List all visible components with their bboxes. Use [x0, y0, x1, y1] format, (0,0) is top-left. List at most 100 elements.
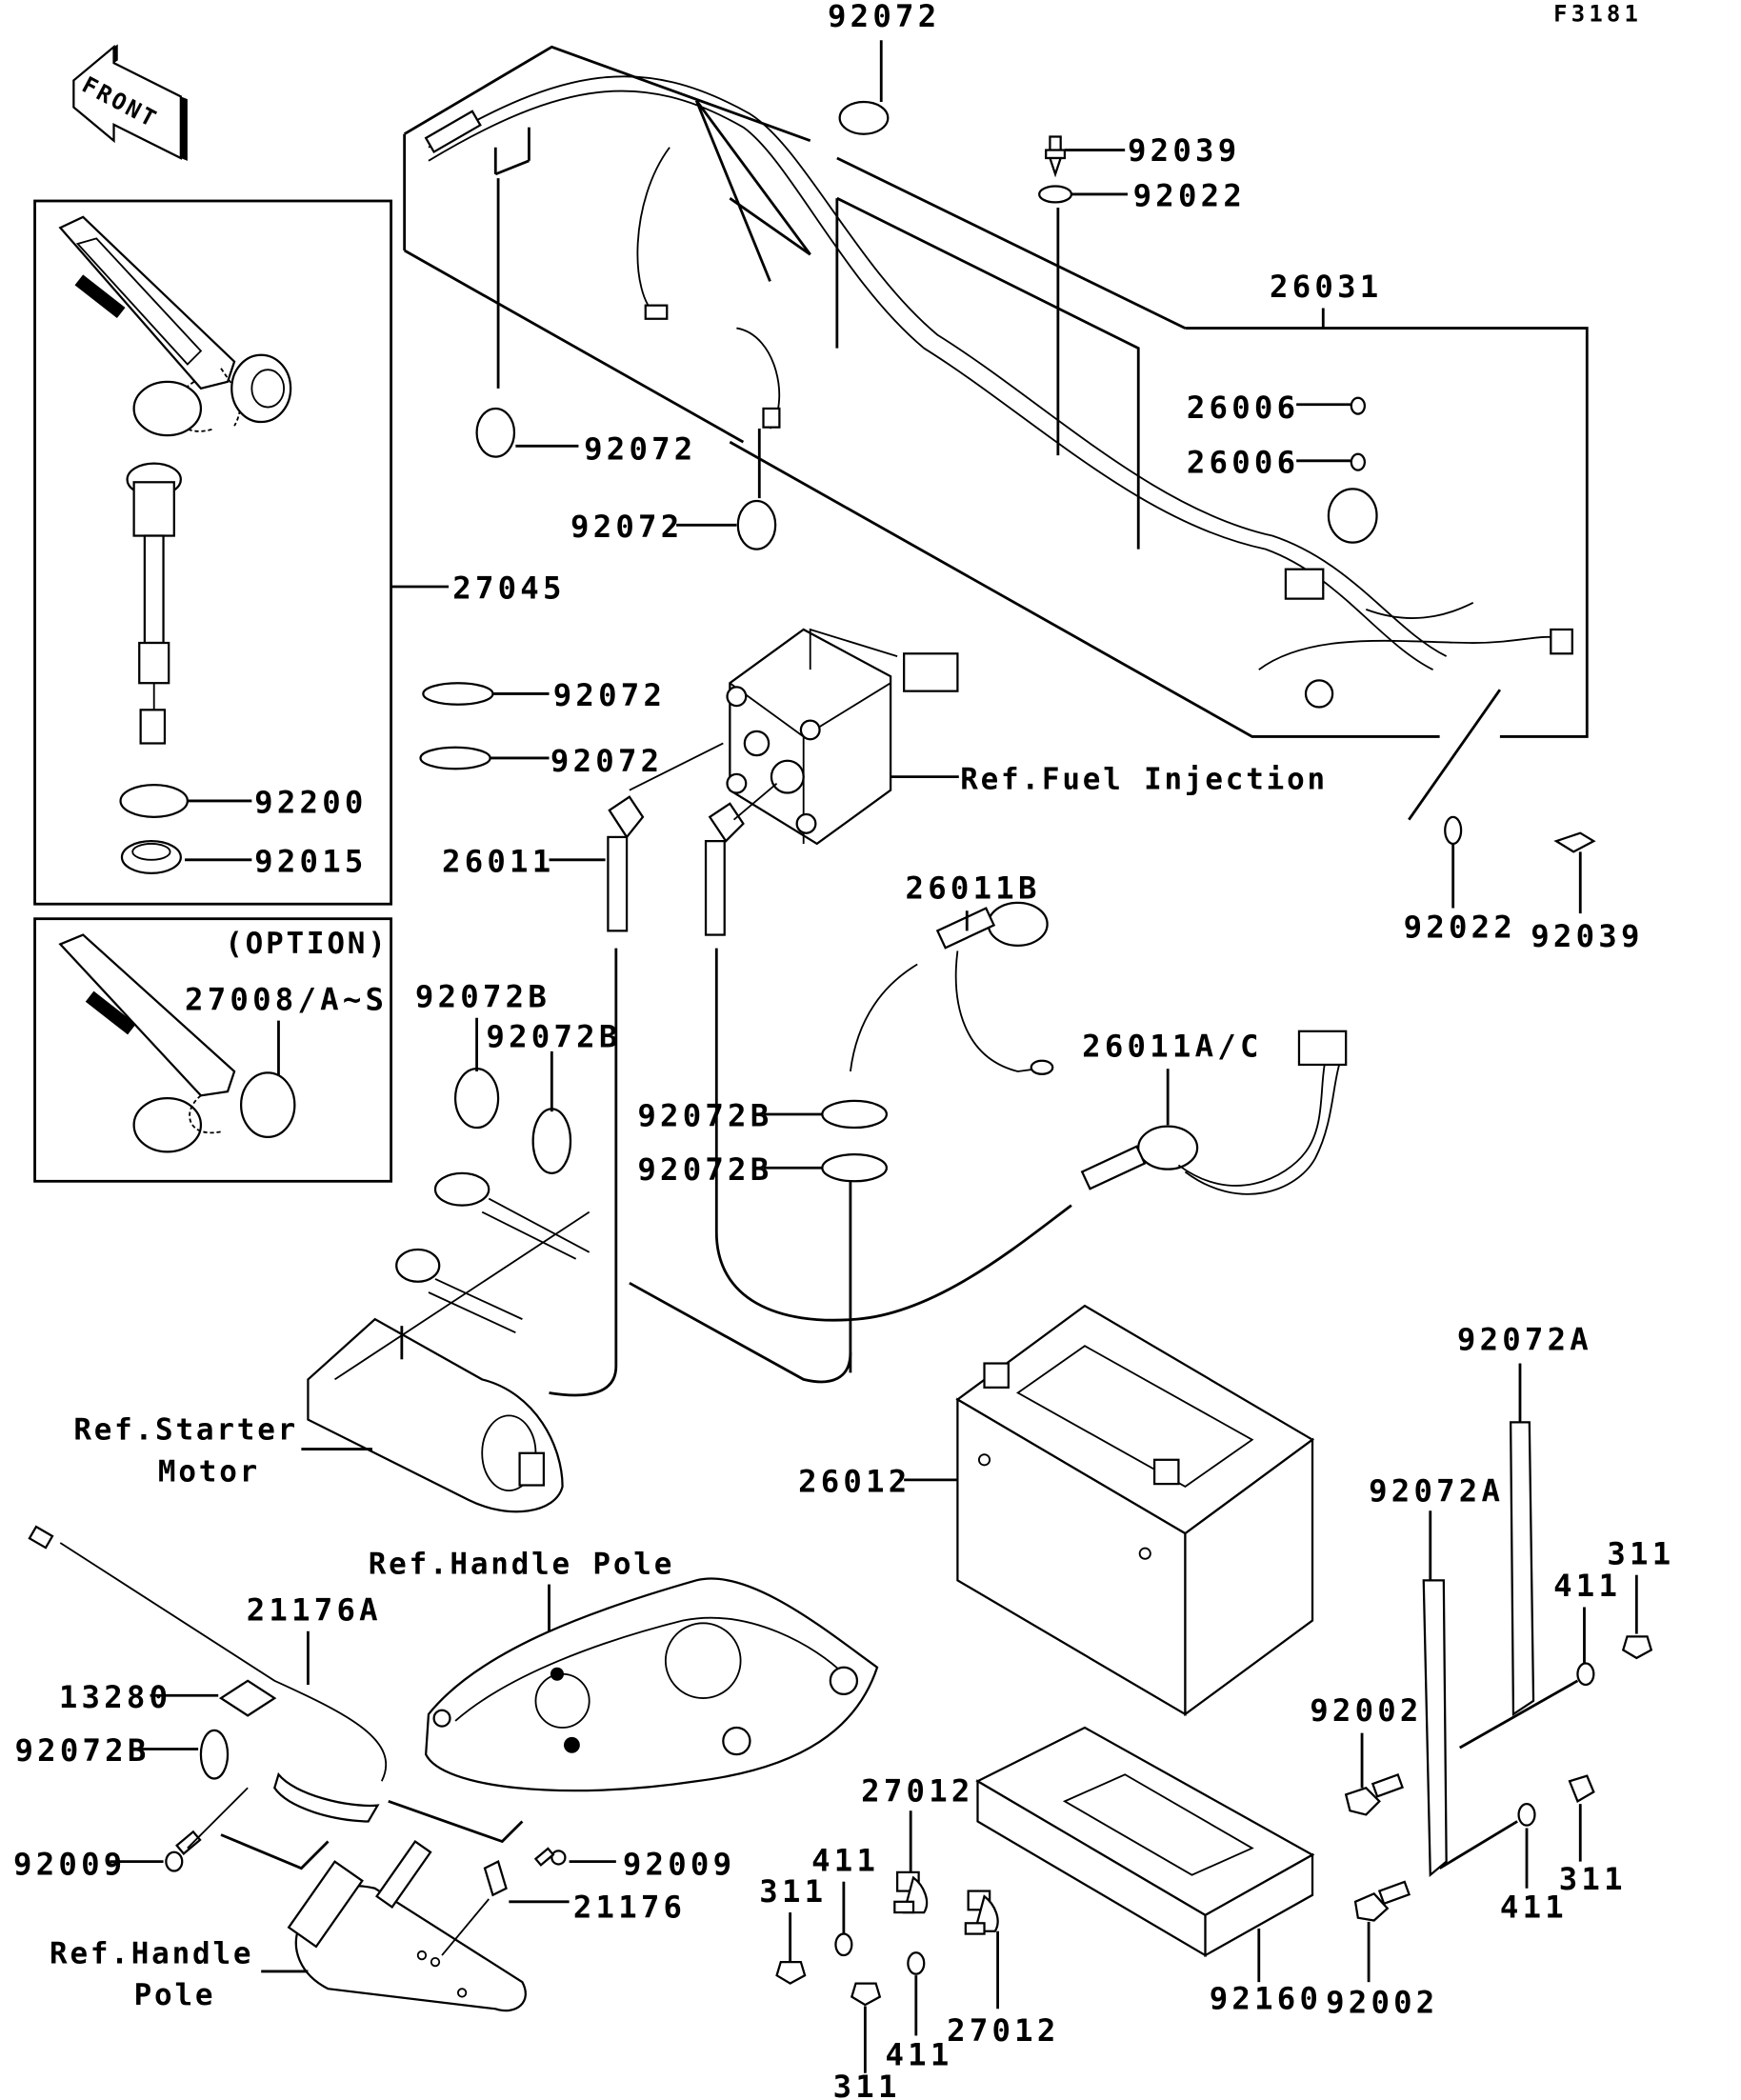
part-label-92072-top: 92072: [828, 0, 940, 34]
washer-411-l1: [834, 1932, 853, 1957]
figure-code: F3181: [1553, 1, 1642, 28]
washer-92022-right: [1444, 815, 1463, 846]
part-label-27045: 27045: [452, 570, 565, 607]
ref-handle-pole-top: Ref.Handle Pole: [369, 1547, 674, 1581]
part-label-13280: 13280: [59, 1679, 171, 1715]
part-label-27008: 27008/A~S: [185, 981, 388, 1017]
ref-fuel-injection: Ref.Fuel Injection: [960, 762, 1328, 796]
part-label-92072-c1: 92072: [553, 677, 666, 713]
clip-92039-top: [1045, 135, 1067, 178]
clamp-92072-top: [838, 100, 890, 135]
nut-311-l2: [850, 1982, 882, 2007]
nut-311-r2: [1568, 1774, 1595, 1803]
part-label-92160: 92160: [1210, 1980, 1322, 2016]
clamp-92072B-4: [821, 1153, 888, 1183]
nut-92015: [120, 840, 182, 875]
part-label-92039-top: 92039: [1128, 132, 1240, 169]
part-label-92009-1: 92009: [13, 1847, 126, 1883]
part-label-311-l1: 311: [759, 1873, 827, 1910]
part-label-26031: 26031: [1270, 269, 1382, 305]
bracket-21176: [483, 1860, 508, 1897]
option-box: [33, 917, 393, 1183]
part-label-21176A: 21176A: [247, 1592, 382, 1629]
part-label-92072B-1: 92072B: [415, 979, 550, 1015]
bolt-92002-1: [1344, 1773, 1404, 1816]
handle-pole-lower-illustration: [287, 1839, 527, 2012]
main-harness-frame: [403, 45, 1589, 738]
part-label-411-r1: 411: [1553, 1568, 1621, 1604]
screw-92009-1: [165, 1830, 202, 1872]
clamp-92072B-1: [453, 1068, 500, 1130]
cable-cap-26011AC: [1080, 1030, 1348, 1195]
handle-pole-upper-illustration: [425, 1577, 879, 1792]
part-label-311-r1: 311: [1607, 1535, 1674, 1571]
clamp-92072B-2: [531, 1108, 572, 1174]
part-label-26006-b: 26006: [1187, 444, 1299, 480]
part-label-92072B-2: 92072B: [486, 1019, 621, 1055]
part-label-92015: 92015: [254, 843, 367, 879]
part-label-92039-right: 92039: [1531, 918, 1643, 954]
starter-motor-illustration: [307, 1171, 590, 1513]
clamp-92072-c2: [419, 746, 491, 770]
part-label-27012-1: 27012: [861, 1772, 973, 1809]
label-13280: [218, 1679, 277, 1717]
part-label-92072B-4: 92072B: [637, 1151, 772, 1188]
part-label-92022-right: 92022: [1404, 909, 1516, 945]
ref-starter-motor-line1: Ref.Starter: [73, 1413, 298, 1448]
part-label-92072-mid1: 92072: [584, 430, 696, 467]
battery-illustration: [955, 1304, 1315, 1717]
part-label-26006-a: 26006: [1187, 390, 1299, 426]
fuel-injection-relay-illustration: [726, 628, 959, 846]
part-label-27012-2: 27012: [947, 2012, 1059, 2049]
part-label-411-l1: 411: [811, 1842, 879, 1878]
part-label-26011B: 26011B: [906, 870, 1041, 907]
part-label-311-l2: 311: [833, 2069, 901, 2100]
key-switch-illustration: [126, 462, 182, 745]
clamp-92072-c1: [422, 682, 494, 706]
part-label-411-l2: 411: [885, 2036, 952, 2072]
clamp-92072B-3: [821, 1099, 888, 1130]
washer-411-l2: [907, 1951, 926, 1975]
terminal-27012-2: [964, 1890, 999, 1935]
strap-92072A-1: [1510, 1421, 1535, 1717]
option-box-title: (OPTION): [225, 927, 388, 961]
cable-cap-26011B: [850, 901, 1054, 1075]
ref-starter-motor-line2: Motor: [158, 1454, 260, 1489]
part-label-92002-2: 92002: [1326, 1985, 1438, 2021]
option-key-illustration: [58, 933, 296, 1153]
gasket-92200: [119, 783, 189, 818]
part-label-92072A-2: 92072A: [1369, 1472, 1504, 1509]
part-label-26011AC: 26011A/C: [1082, 1029, 1262, 1065]
strap-92072A-2: [1422, 1579, 1448, 1878]
part-label-26011: 26011: [442, 843, 554, 879]
battery-tray-illustration: [975, 1726, 1315, 1958]
washer-411-r1: [1576, 1662, 1595, 1687]
battery-cable-26011: [607, 795, 645, 932]
part-label-311-r2: 311: [1559, 1861, 1627, 1897]
part-label-92072A-1: 92072A: [1457, 1321, 1592, 1357]
part-label-26012: 26012: [798, 1464, 911, 1500]
front-arrow-icon: FRONT: [72, 44, 188, 161]
clamp-92072-mid1: [475, 407, 516, 458]
battery-cable-positive: [704, 802, 745, 936]
part-label-92072B-5: 92072B: [14, 1732, 150, 1769]
key-lanyard-illustration: [58, 215, 292, 437]
part-label-92072B-3: 92072B: [637, 1098, 772, 1134]
key-switch-box: [33, 199, 393, 906]
washer-92022-top: [1038, 185, 1073, 204]
part-label-92072-c2: 92072: [550, 743, 663, 779]
part-label-92072-mid2: 92072: [570, 509, 683, 545]
washer-411-r2: [1517, 1803, 1536, 1827]
ref-handle-pole-bottom-line2: Pole: [134, 1978, 216, 2012]
clip-92039-right: [1553, 831, 1596, 853]
part-label-92009-2: 92009: [623, 1847, 735, 1883]
part-label-411-r2: 411: [1500, 1890, 1568, 1926]
part-label-92200: 92200: [254, 785, 367, 821]
screw-92009-2: [533, 1847, 567, 1867]
clamp-92072B-5: [199, 1729, 230, 1780]
clamp-92072-mid2: [736, 499, 777, 550]
part-label-92002-1: 92002: [1310, 1692, 1422, 1729]
terminal-27012-1: [893, 1870, 929, 1914]
bolt-92002-2: [1353, 1880, 1411, 1922]
